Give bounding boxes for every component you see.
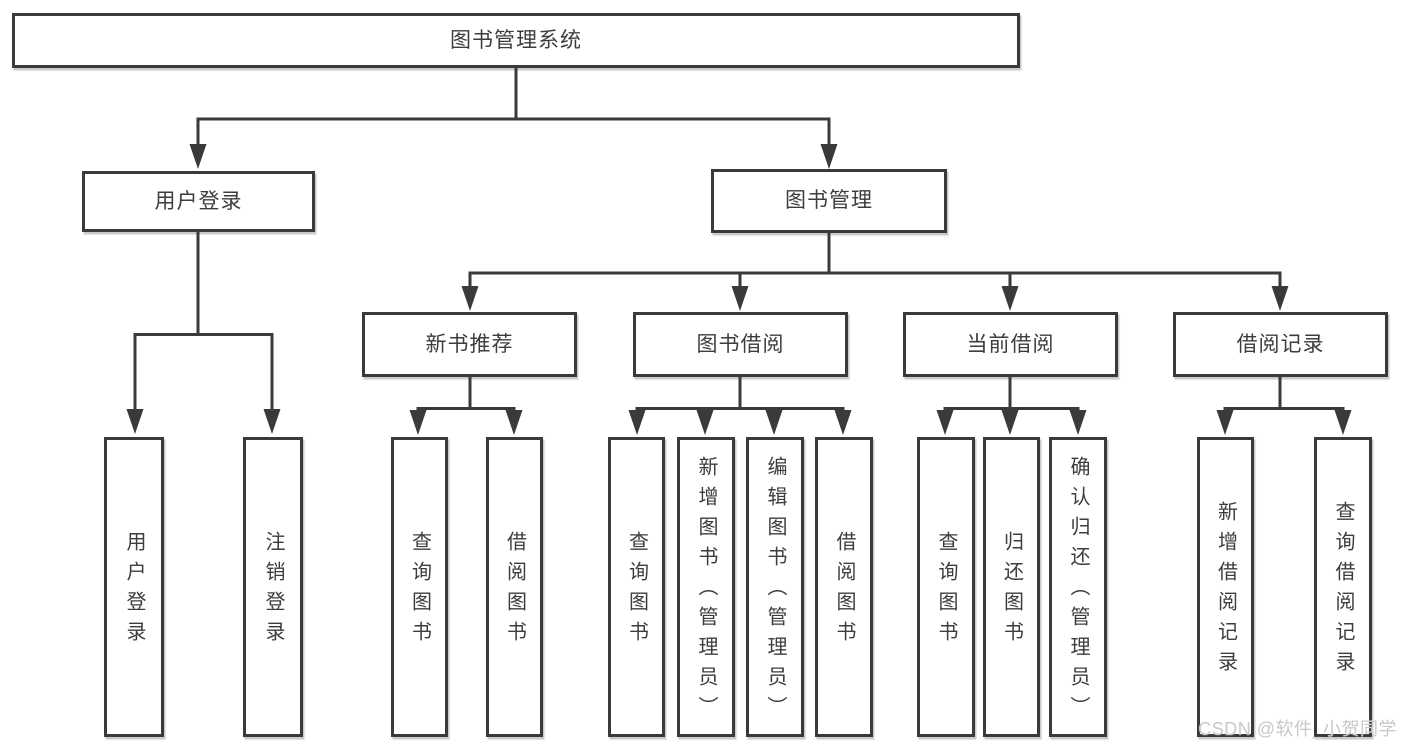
node-book-mgmt: 图书管理 — [711, 169, 947, 233]
node-leaf-borrow-books-2: 借阅图书 — [815, 437, 873, 737]
watermark-text: CSDN @软件_小贺同学 — [1198, 719, 1397, 739]
node-leaf-edit-books: 编辑图书（管理员） — [746, 437, 804, 737]
node-leaf-query-books-1: 查询图书 — [391, 437, 448, 737]
node-borrow-records: 借阅记录 — [1173, 312, 1388, 377]
node-leaf-add-borrow-record: 新增借阅记录 — [1197, 437, 1254, 737]
node-current-borrow: 当前借阅 — [903, 312, 1118, 377]
node-leaf-query-books-2: 查询图书 — [608, 437, 665, 737]
node-book-borrow: 图书借阅 — [633, 312, 848, 377]
node-leaf-logout: 注销登录 — [243, 437, 303, 737]
node-leaf-confirm-return: 确认归还（管理员） — [1049, 437, 1107, 737]
node-leaf-query-books-3: 查询图书 — [917, 437, 975, 737]
node-leaf-add-books: 新增图书（管理员） — [677, 437, 735, 737]
node-new-book-rec: 新书推荐 — [362, 312, 577, 377]
node-leaf-borrow-books-1: 借阅图书 — [486, 437, 543, 737]
node-leaf-return-books: 归还图书 — [983, 437, 1040, 737]
node-root: 图书管理系统 — [12, 13, 1020, 68]
node-leaf-query-borrow-record: 查询借阅记录 — [1314, 437, 1372, 737]
node-leaf-user-login: 用户登录 — [104, 437, 164, 737]
node-user-login: 用户登录 — [82, 171, 315, 232]
